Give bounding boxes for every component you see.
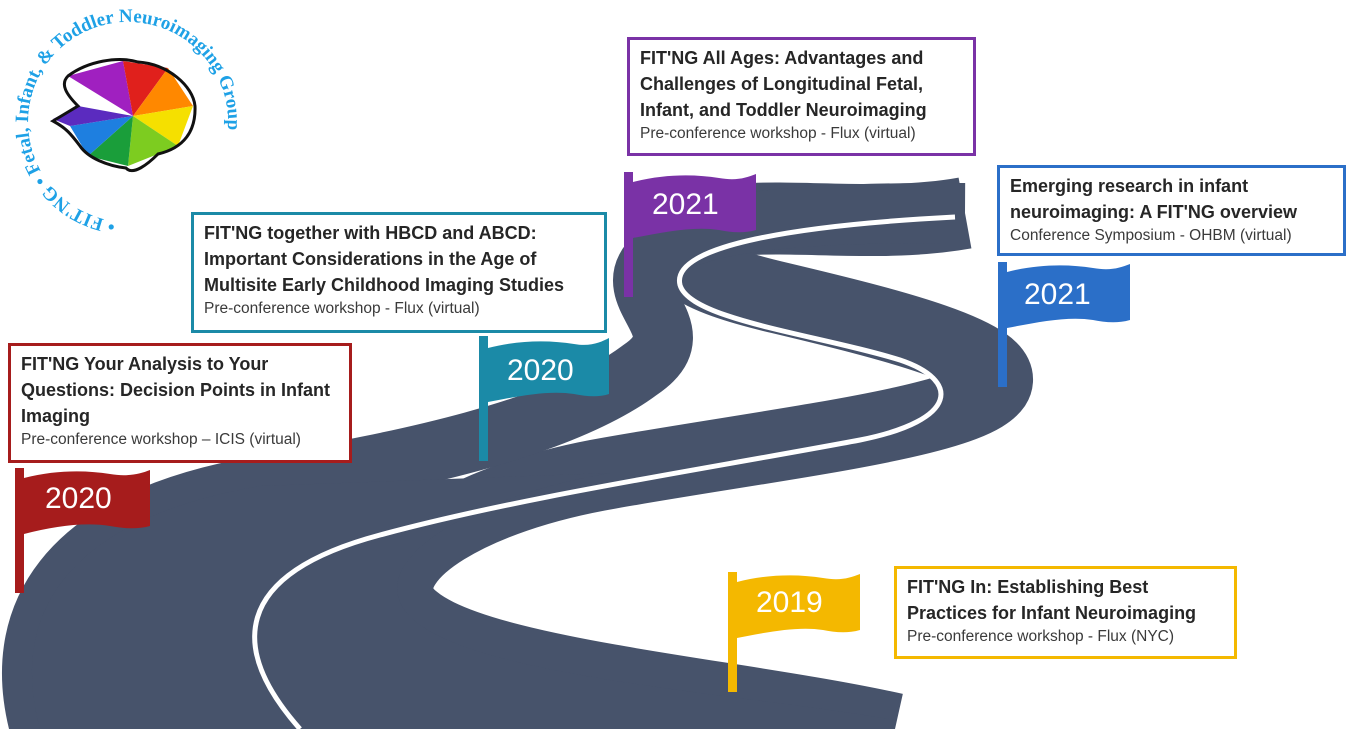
flag-year: 2020 — [45, 482, 112, 515]
milestone-title: FIT'NG Your Analysis to Your Questions: … — [21, 354, 331, 426]
flag-2021-blue: 2021 — [998, 262, 1133, 387]
flag-2020-teal: 2020 — [479, 336, 614, 461]
milestone-card-2020-flux: FIT'NG together with HBCD and ABCD: Impo… — [191, 212, 607, 333]
flag-shape — [728, 572, 860, 692]
road-center-line — [252, 214, 956, 729]
fitng-logo: • FIT'NG • Fetal, Infant, & Toddler Neur… — [8, 6, 248, 238]
milestone-subtitle: Pre-conference workshop - Flux (virtual) — [204, 300, 480, 317]
milestone-title: FIT'NG together with HBCD and ABCD: Impo… — [204, 223, 565, 295]
flag-shape — [479, 336, 609, 461]
flag-2021-purple: 2021 — [624, 172, 759, 297]
flag-year: 2019 — [756, 586, 823, 619]
milestone-subtitle: Pre-conference workshop - Flux (virtual) — [640, 125, 916, 142]
fitng-brain-logo: • FIT'NG • Fetal, Infant, & Toddler Neur… — [12, 6, 244, 237]
milestone-card-2021-ohbm: Emerging research in infant neuroimaging… — [997, 165, 1346, 256]
milestone-title: FIT'NG All Ages: Advantages and Challeng… — [640, 48, 927, 120]
milestone-card-2019-nyc: FIT'NG In: Establishing Best Practices f… — [894, 566, 1237, 659]
flag-year: 2021 — [652, 188, 719, 221]
flag-shape — [998, 262, 1130, 387]
milestone-title: Emerging research in infant neuroimaging… — [1010, 176, 1297, 222]
milestone-card-2020-icis: FIT'NG Your Analysis to Your Questions: … — [8, 343, 352, 463]
milestone-card-2021-flux: FIT'NG All Ages: Advantages and Challeng… — [627, 37, 976, 156]
flag-2020-red: 2020 — [15, 468, 155, 593]
flag-shape — [624, 172, 756, 297]
flag-year: 2021 — [1024, 278, 1091, 311]
milestone-subtitle: Pre-conference workshop - Flux (NYC) — [907, 628, 1175, 645]
flag-shape — [15, 468, 150, 593]
milestone-title: FIT'NG In: Establishing Best Practices f… — [907, 577, 1197, 623]
flag-2019-gold: 2019 — [728, 572, 863, 692]
milestone-subtitle: Conference Symposium - OHBM (virtual) — [1010, 227, 1292, 244]
flag-year: 2020 — [507, 354, 574, 387]
road-fill — [0, 473, 895, 729]
milestone-subtitle: Pre-conference workshop – ICIS (virtual) — [21, 431, 301, 448]
